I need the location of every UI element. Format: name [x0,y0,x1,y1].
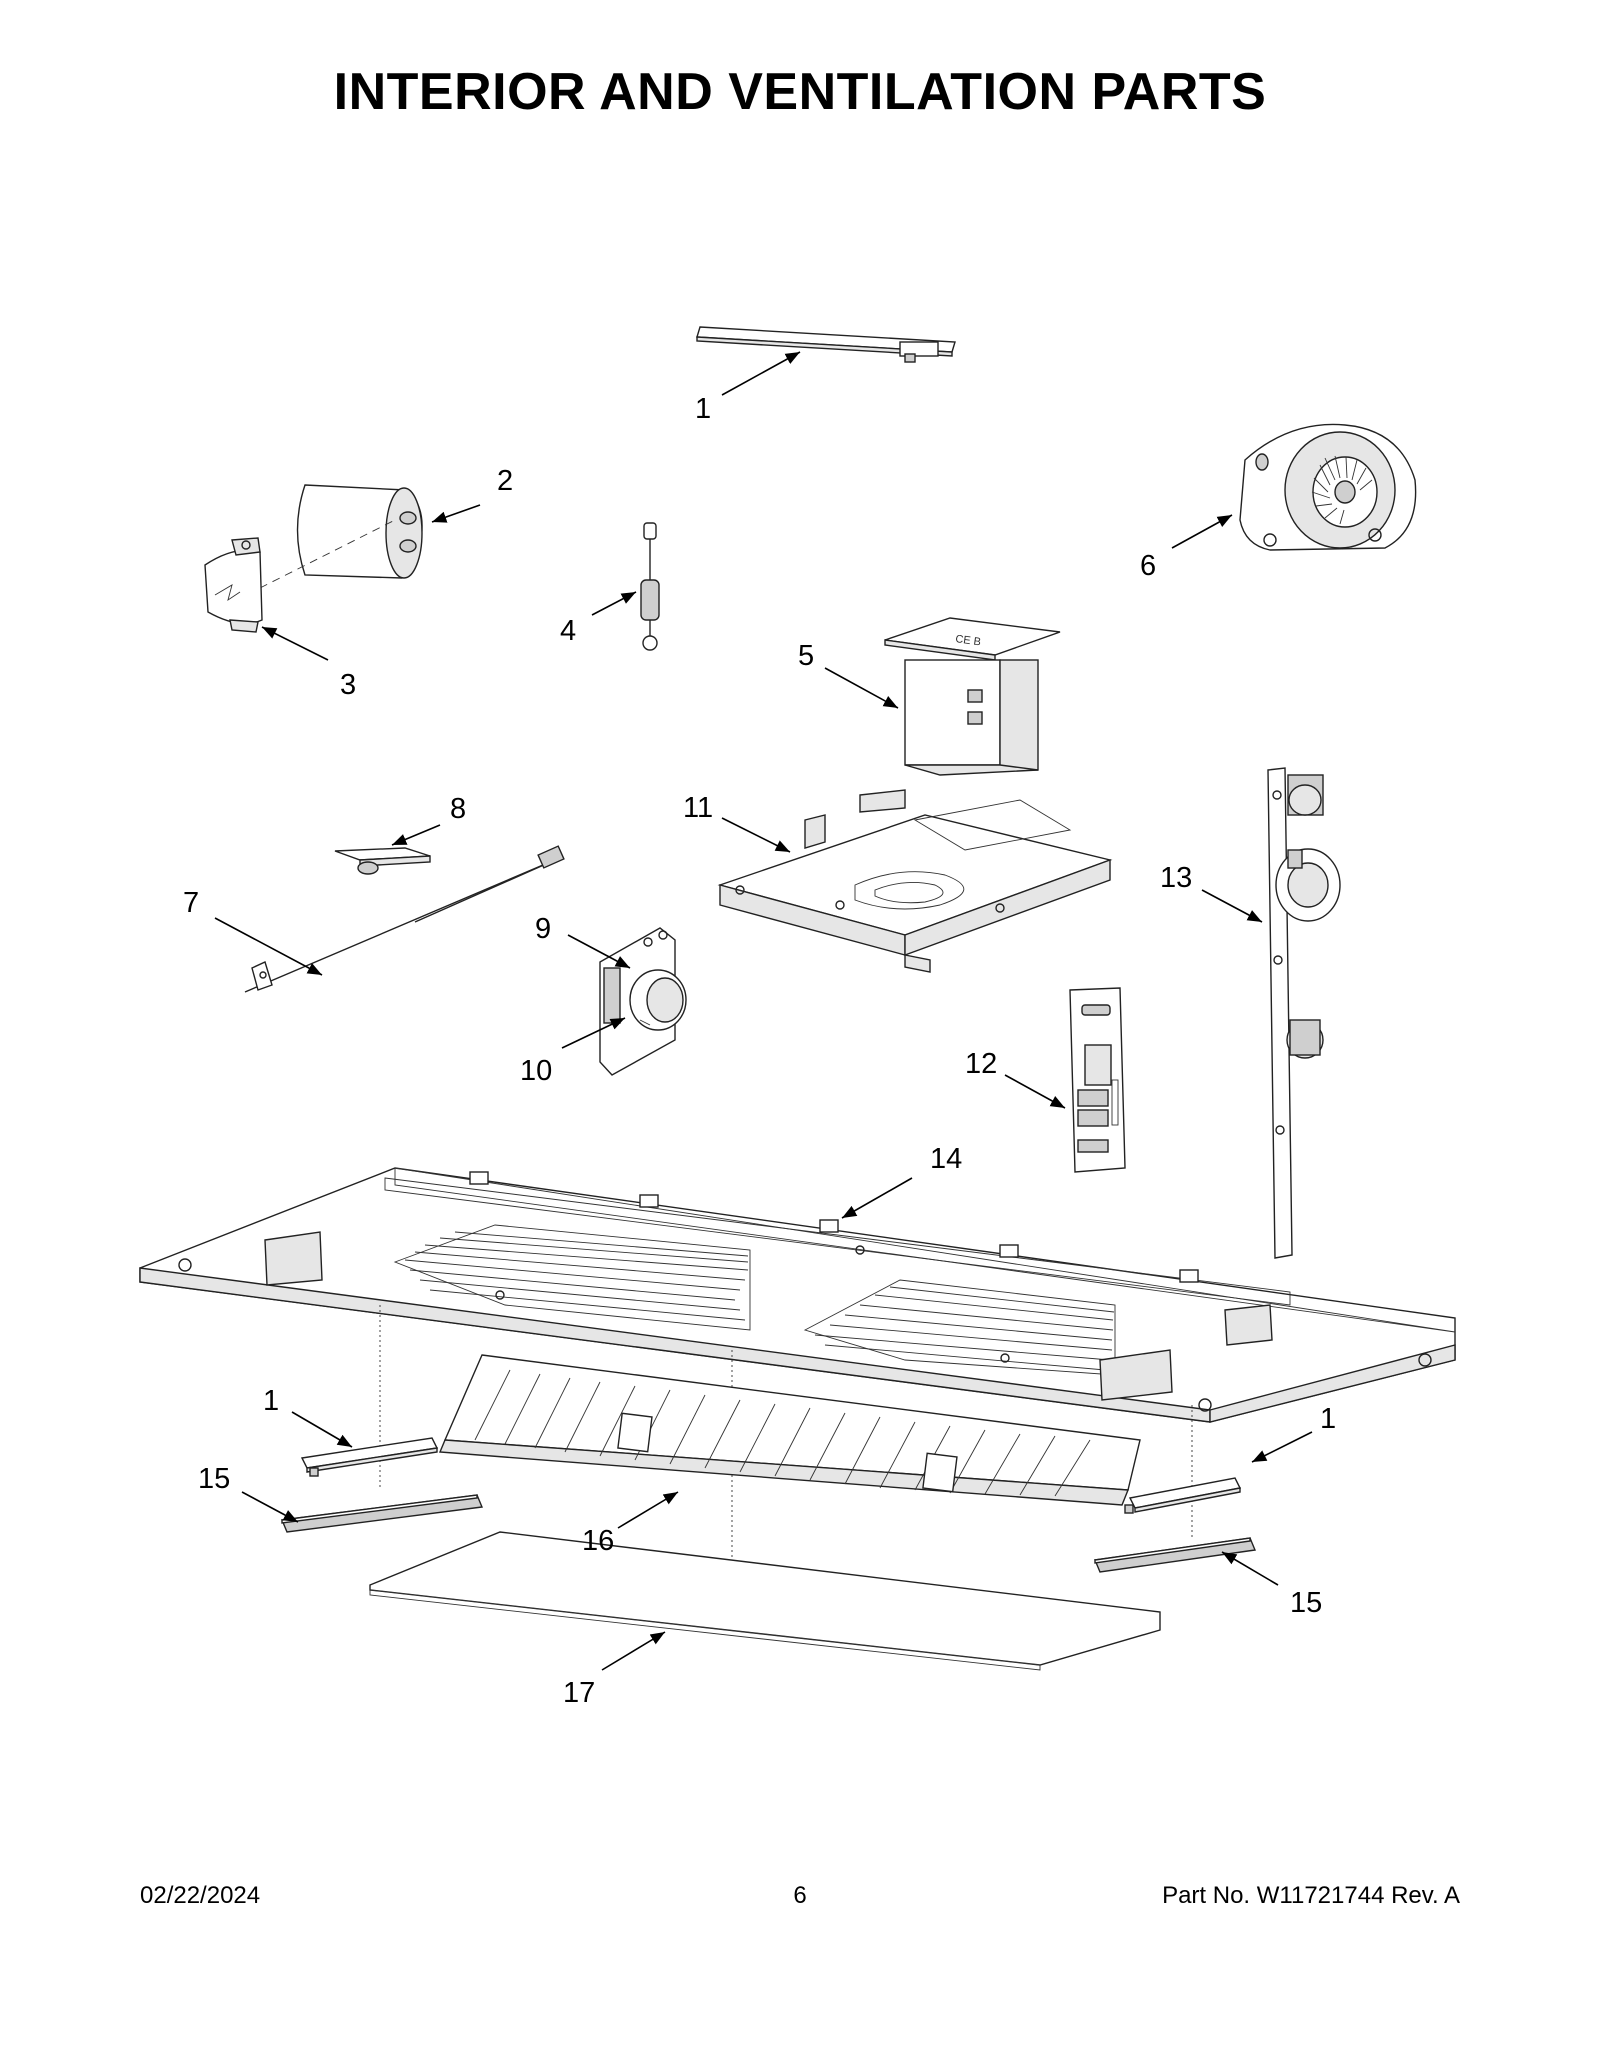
part-1-trim-strip-left [300,1437,439,1477]
svg-text:CE B: CE B [955,633,982,648]
part-15-filter-pad-right [1094,1537,1256,1573]
part-1-trim-strip-right [1124,1477,1242,1514]
part-7-sensor-wire [244,845,565,993]
callout-11: 11 [683,792,713,824]
part-15-filter-pad-left [281,1494,483,1533]
part-2-capacitor [259,484,423,589]
part-17-cover-sheet [369,1531,1161,1671]
part-1-trim-strip-top [696,326,956,363]
callout-14: 14 [930,1143,962,1175]
part-4-diode [640,522,660,651]
part-9-10-switch-assembly [599,927,687,1076]
callout-12: 12 [965,1048,997,1080]
callout-2: 2 [497,465,513,497]
part-16-vent-grille [438,1354,1141,1506]
part-8-small-bracket [334,847,431,875]
callout-4: 4 [560,615,576,647]
callout-9: 9 [535,913,551,945]
part-13-thermostat-bracket [1267,767,1341,1259]
callout-1-left: 1 [263,1385,279,1417]
footer-page-number: 6 [793,1882,807,1909]
callout-15-right: 15 [1290,1587,1322,1619]
callout-1-right: 1 [1320,1403,1336,1435]
callout-13: 13 [1160,862,1192,894]
callout-8: 8 [450,793,466,825]
callout-17: 17 [563,1677,595,1709]
callout-5: 5 [798,640,814,672]
callout-1-top: 1 [695,393,711,425]
callout-7: 7 [183,887,199,919]
part-14-base-plate [139,1167,1456,1423]
part-6-blower-motor [1239,423,1417,551]
leader-arrows [214,351,1313,1671]
callout-10: 10 [520,1055,552,1087]
part-12-control-board [1069,987,1126,1173]
callout-labels: 1 2 3 4 5 6 7 8 9 10 11 12 13 14 1 15 16… [183,393,1336,1709]
callout-6: 6 [1140,550,1156,582]
page-title: INTERIOR AND VENTILATION PARTS [333,63,1267,121]
callout-15-left: 15 [198,1463,230,1495]
part-3-capacitor-bracket [204,537,263,633]
footer-date: 02/22/2024 [140,1882,261,1909]
part-11-transformer-tray [717,789,1113,973]
part-5-transformer: CE B [884,617,1061,776]
footer-part-number: Part No. W11721744 Rev. A [1162,1882,1460,1909]
callout-16: 16 [582,1525,614,1557]
callout-3: 3 [340,669,356,701]
